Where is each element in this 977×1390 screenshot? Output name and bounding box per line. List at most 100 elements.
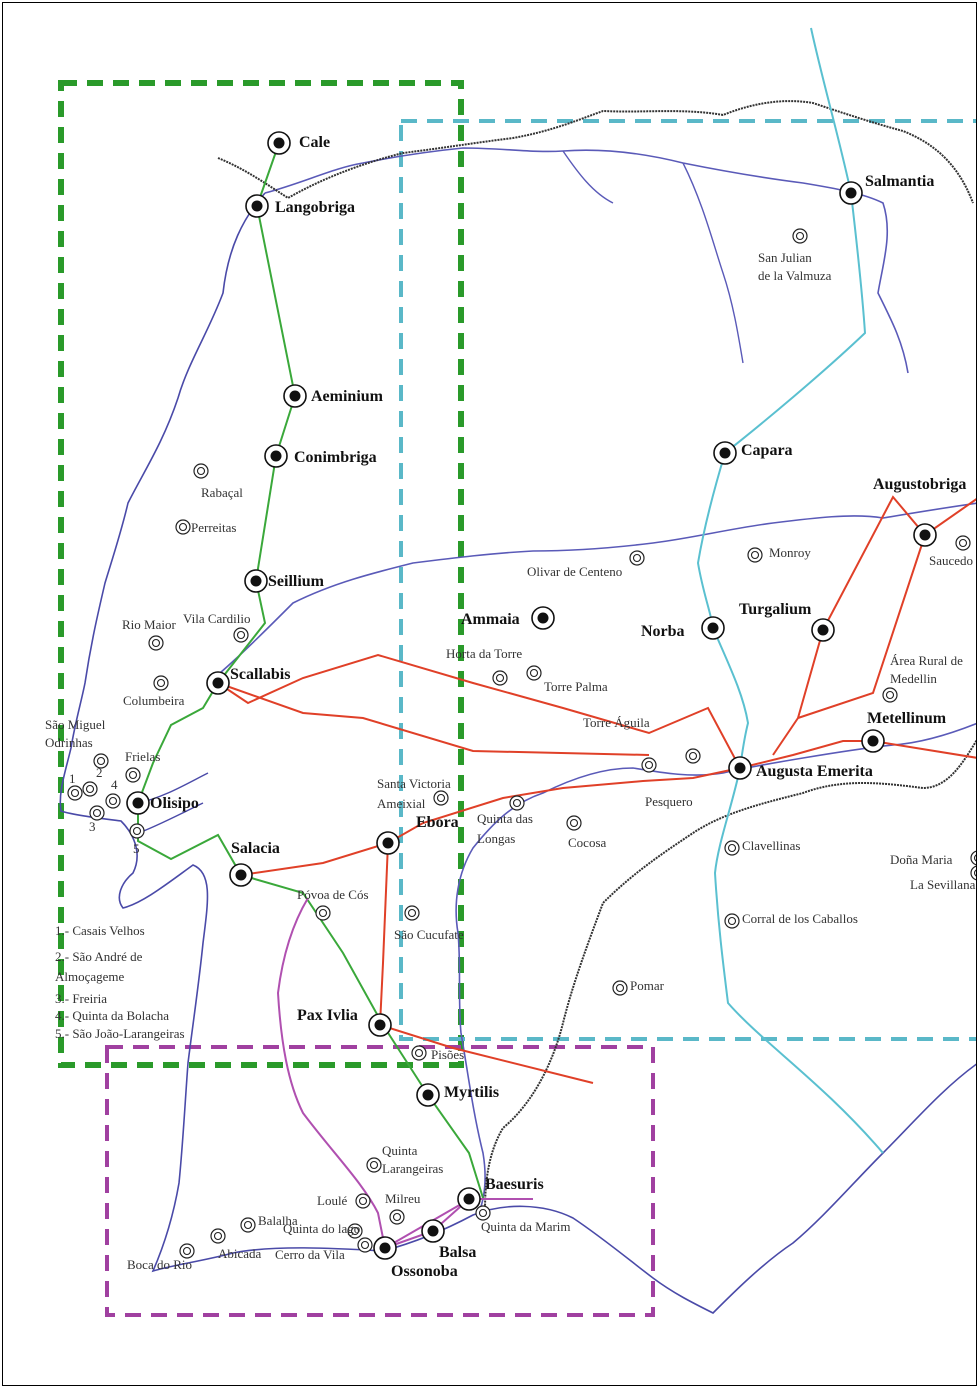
minor-site-inner-ring	[318, 908, 328, 918]
minor-site-label: Rio Maior	[122, 617, 176, 632]
major-site-myrtilis: Myrtilis	[416, 1083, 499, 1107]
minor-site-label: Saucedo	[929, 553, 973, 568]
minor-site-quinta_longas_2: Longas	[477, 831, 515, 846]
minor-site-pesquero: Pesquero	[645, 748, 701, 809]
minor-site-sao_miguel_1: São Miguel	[45, 717, 109, 769]
minor-site-inner-ring	[414, 1048, 424, 1058]
minor-site-marker	[153, 675, 169, 691]
minor-site-inner-ring	[108, 796, 118, 806]
major-site-dot	[212, 677, 224, 689]
minor-site-rio_maior: Rio Maior	[122, 617, 176, 651]
minor-site-label: Doña Maria	[890, 852, 953, 867]
minor-site-marker	[89, 805, 105, 821]
minor-site-marker	[747, 547, 763, 563]
minor-site-inner-ring	[407, 908, 417, 918]
minor-site-label: Torre Águila	[583, 715, 650, 730]
minor-site-inner-ring	[236, 630, 246, 640]
major-site-dot	[250, 575, 262, 587]
minor-site-marker	[315, 905, 331, 921]
minor-site-santa_victoria_1: Santa Victoria	[377, 776, 451, 806]
minor-site-santa_victoria_2: Ameixial	[377, 796, 426, 811]
minor-site-quinta_do_lago: Quinta do lago	[283, 1221, 363, 1239]
minor-site-label: Pisões	[431, 1047, 464, 1062]
major-site-label: Capara	[741, 442, 793, 459]
minor-site-label: Larangeiras	[382, 1161, 443, 1176]
minor-site-inner-ring	[750, 550, 760, 560]
major-site-label: Augusta Emerita	[756, 763, 873, 780]
minor-site-area_rural_1: Área Rural de	[882, 653, 963, 703]
minor-site-inner-ring	[495, 673, 505, 683]
minor-site-label: Abicada	[218, 1246, 262, 1261]
major-site-label: Baesuris	[485, 1176, 544, 1193]
minor-site-marker	[970, 865, 976, 881]
minor-site-label: Milreu	[385, 1191, 421, 1206]
minor-site-label: Quinta das	[477, 811, 533, 826]
minor-site-pisoes: Pisões	[411, 1045, 464, 1062]
minor-site-inner-ring	[958, 538, 968, 548]
minor-site-inner-ring	[360, 1240, 370, 1250]
minor-site-marker	[240, 1217, 256, 1233]
major-site-dot	[537, 612, 549, 624]
minor-site-label: Cerro da Vila	[275, 1247, 345, 1262]
minor-site-inner-ring	[644, 760, 654, 770]
legend-item-2b: Almoçageme	[55, 969, 125, 984]
minor-site-inner-ring	[70, 788, 80, 798]
minor-site-area_rural_2: Medellin	[890, 671, 937, 686]
minor-site-clavellinas: Clavellinas	[724, 838, 801, 856]
minor-site-label: Ameixial	[377, 796, 426, 811]
major-site-label: Pax Ivlia	[297, 1007, 358, 1024]
red-route-north	[217, 653, 741, 769]
minor-site-inner-ring	[151, 638, 161, 648]
minor-site-marker	[347, 1223, 363, 1239]
minor-site-marker	[389, 1209, 405, 1225]
river-tributary-north	[562, 150, 744, 364]
legend-item-5: 5.- São João-Larangeiras	[55, 1026, 185, 1041]
minor-site-label: Póvoa de Cós	[297, 887, 369, 902]
major-site-conimbriga: Conimbriga	[264, 444, 377, 468]
minor-site-inner-ring	[569, 818, 579, 828]
minor-site-label: La Sevillana	[910, 877, 976, 892]
major-site-label: Balsa	[439, 1244, 476, 1261]
major-site-label: Augustobriga	[873, 476, 966, 493]
minor-site-label: Santa Victoria	[377, 776, 451, 791]
minor-site-inner-ring	[92, 808, 102, 818]
minor-site-label: Columbeira	[123, 693, 185, 708]
major-site-turgalium: Turgalium	[739, 601, 835, 642]
major-site-dot	[270, 450, 282, 462]
major-site-seillium: Seillium	[244, 569, 325, 593]
minor-site-inner-ring	[727, 843, 737, 853]
minor-site-povoa_de_cos: Póvoa de Cós	[297, 887, 369, 921]
minor-site-marker	[882, 687, 898, 703]
minor-site-pomar: Pomar	[612, 978, 665, 996]
major-site-aeminium: Aeminium	[283, 384, 384, 408]
major-site-dot	[427, 1225, 439, 1237]
minor-site-saucedo: Saucedo	[929, 535, 973, 568]
minor-site-marker	[970, 850, 976, 866]
minor-site-num_4: 4	[105, 777, 121, 809]
minor-site-label: 5	[133, 841, 140, 856]
minor-site-label: Medellin	[890, 671, 937, 686]
minor-site-label: Quinta da Marim	[481, 1219, 571, 1234]
minor-site-inner-ring	[615, 983, 625, 993]
roman-iberia-map: 1.- Casais Velhos 2.- São André de Almoç…	[45, 27, 976, 1317]
minor-site-label: Cocosa	[568, 835, 607, 850]
minor-site-inner-ring	[973, 869, 976, 877]
red-route-main	[240, 740, 976, 876]
major-site-scallabis: Scallabis	[206, 666, 290, 695]
major-site-label: Olisipo	[150, 795, 199, 812]
minor-site-marker	[433, 790, 449, 806]
minor-site-label: Clavellinas	[742, 838, 801, 853]
major-site-label: Salacia	[231, 840, 280, 857]
minor-site-inner-ring	[885, 690, 895, 700]
minor-site-san_julian_1: San Julian	[758, 228, 812, 265]
minor-site-inner-ring	[156, 678, 166, 688]
minor-site-label: Loulé	[317, 1193, 348, 1208]
major-site-pax_ivlia: Pax Ivlia	[297, 1007, 392, 1037]
major-site-label: Cale	[299, 134, 330, 151]
minor-site-marker	[526, 665, 542, 681]
minor-site-inner-ring	[795, 231, 805, 241]
minor-site-marker	[82, 781, 98, 797]
major-site-dot	[707, 622, 719, 634]
minor-site-marker	[366, 1157, 382, 1173]
